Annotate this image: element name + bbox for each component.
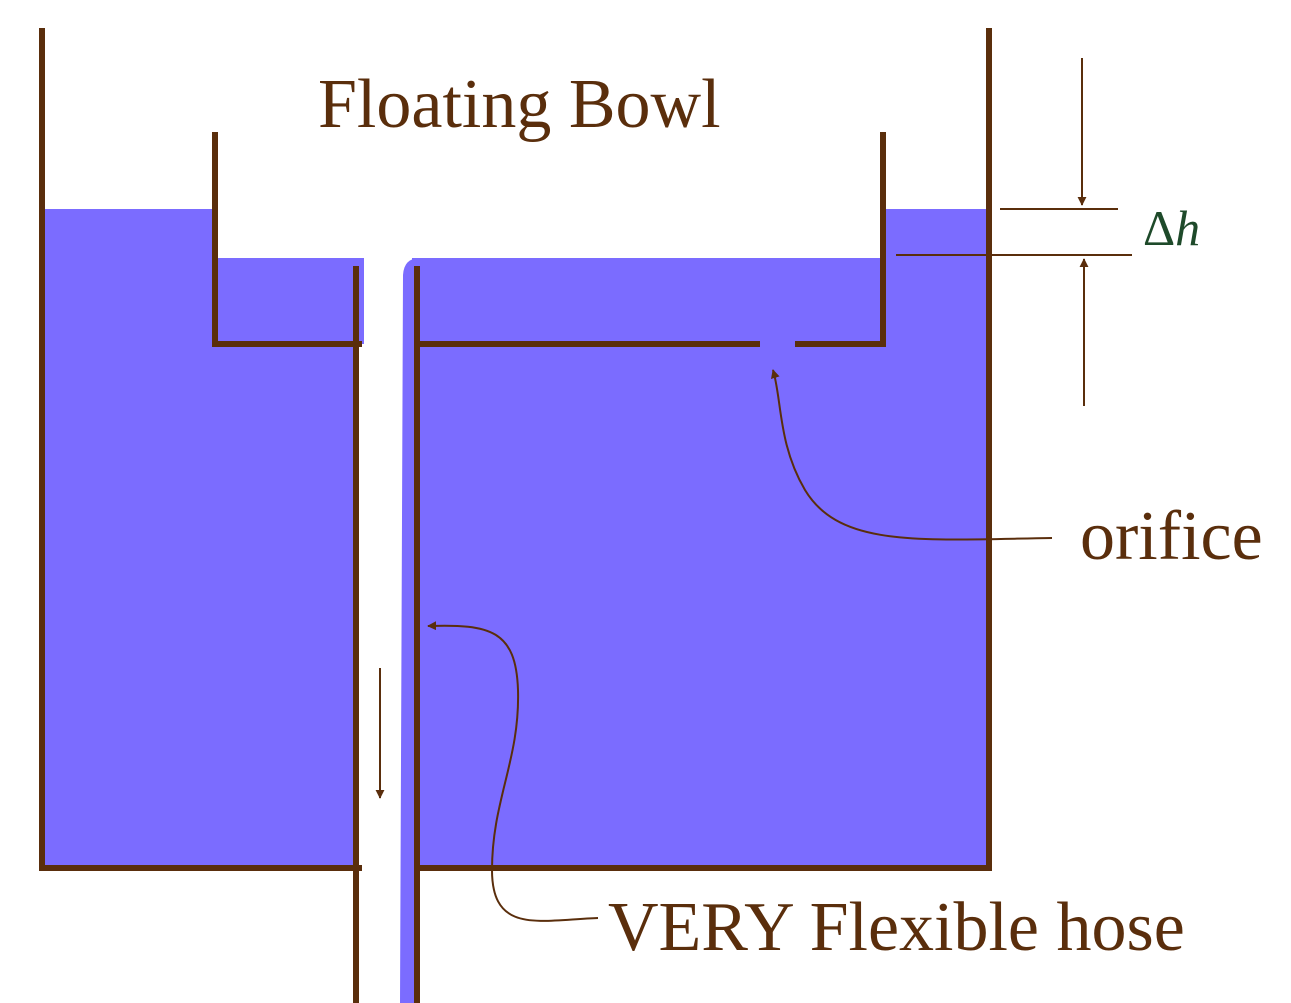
floating-bowl-wall [212, 132, 362, 347]
delta-h-label: Δh [1143, 200, 1200, 256]
orifice-label: orifice [1080, 498, 1263, 575]
orifice-leader-arrow [771, 369, 1053, 541]
delta-symbol: Δ [1143, 200, 1175, 256]
bowl-water-left [214, 258, 364, 344]
outer-tank-wall-right [415, 28, 992, 871]
bowl-water-right [412, 258, 882, 344]
hose-label: VERY Flexible hose [608, 889, 1185, 966]
delta-variable: h [1175, 200, 1200, 256]
hose-leader-arrow [427, 621, 599, 922]
outer-tank-wall [39, 28, 362, 871]
outer-tank-water-right [416, 209, 988, 868]
floating-bowl-wall-right [795, 132, 886, 347]
outer-tank-water [43, 209, 357, 868]
title-label: Floating Bowl [318, 66, 721, 143]
